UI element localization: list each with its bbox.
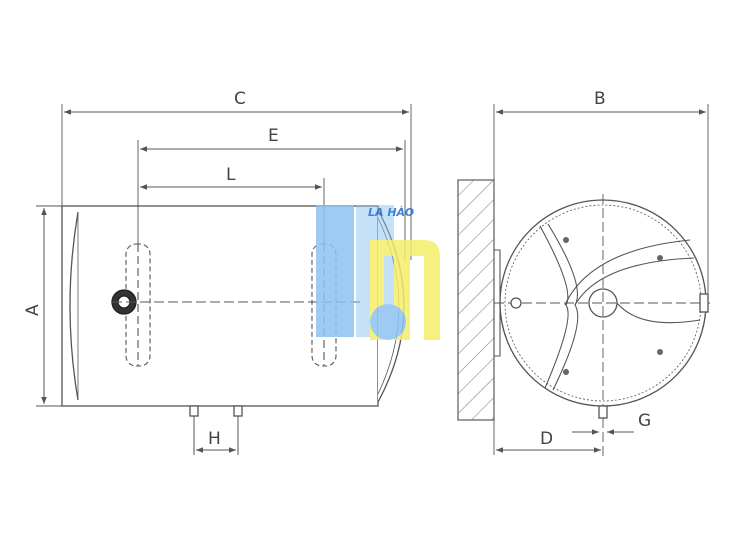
side-view <box>36 104 412 455</box>
front-view <box>457 104 710 456</box>
label-H: H <box>208 429 221 449</box>
bottom-pipe-front <box>598 405 608 419</box>
front-dimension-lines <box>496 109 706 453</box>
spokes <box>539 223 701 391</box>
label-G: G <box>638 411 651 431</box>
label-C: C <box>234 89 246 109</box>
left-end-cap <box>69 211 79 401</box>
wall <box>457 179 495 421</box>
bottom-pipes <box>189 405 243 455</box>
logo-watermark: LA HÀO <box>316 205 440 340</box>
label-A: A <box>23 304 43 316</box>
label-D: D <box>540 429 553 449</box>
logo-text: LA HÀO <box>368 205 414 219</box>
side-dimension-lines <box>41 109 409 453</box>
label-E: E <box>268 126 279 146</box>
left-connector <box>510 297 522 309</box>
thermostat-knob <box>111 289 360 315</box>
bolts <box>563 237 663 375</box>
label-B: B <box>594 89 606 109</box>
label-L: L <box>226 165 236 185</box>
